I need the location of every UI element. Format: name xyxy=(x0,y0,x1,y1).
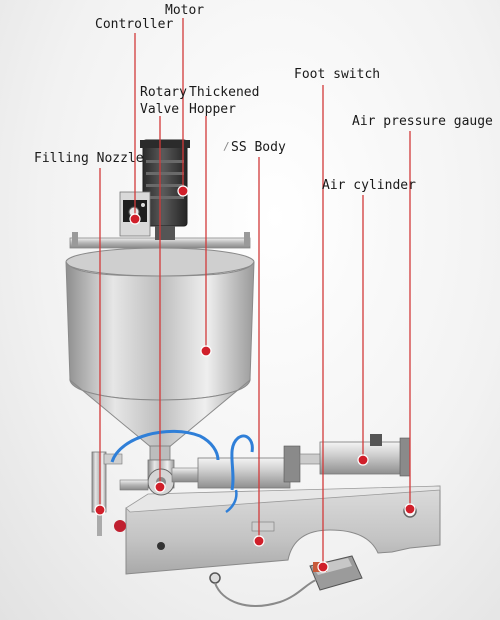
dot-air-pressure-gauge xyxy=(404,503,416,515)
label-hopper-line2: Hopper xyxy=(189,102,236,117)
label-ss-body: SS Body xyxy=(231,140,286,155)
dot-air-cylinder xyxy=(357,454,369,466)
label-rotary-line1: Rotary xyxy=(140,85,187,100)
dot-filling-nozzle xyxy=(94,504,106,516)
label-air-cylinder: Air cylinder xyxy=(322,178,416,193)
label-motor: Motor xyxy=(165,3,205,18)
label-hopper-line1: Thickened xyxy=(189,85,260,100)
label-controller: Controller xyxy=(95,17,174,32)
label-thickened-hopper: Thickened Hopper xyxy=(189,84,259,118)
dot-motor xyxy=(177,185,189,197)
dot-rotary-valve xyxy=(154,481,166,493)
dot-thickened-hopper xyxy=(200,345,212,357)
label-foot-switch: Foot switch xyxy=(294,67,381,82)
air-hoses xyxy=(110,429,254,514)
dot-controller xyxy=(129,213,141,225)
leader-lines xyxy=(99,18,411,567)
motor xyxy=(140,139,190,240)
rotary-valve xyxy=(119,459,211,496)
label-rotary-valve: Rotary Valve xyxy=(140,84,187,118)
filling-nozzle xyxy=(91,451,126,536)
ss-body xyxy=(125,485,441,584)
ss-body-tick-glyph: / xyxy=(223,140,230,153)
dot-foot-switch xyxy=(317,561,329,573)
label-air-pressure-gauge: Air pressure gauge xyxy=(352,114,493,129)
dot-ss-body xyxy=(253,535,265,547)
air-cylinder xyxy=(197,434,411,489)
label-filling-nozzle: Filling Nozzle xyxy=(34,151,144,166)
marker-dots xyxy=(94,185,416,573)
label-rotary-line2: Valve xyxy=(140,102,180,117)
